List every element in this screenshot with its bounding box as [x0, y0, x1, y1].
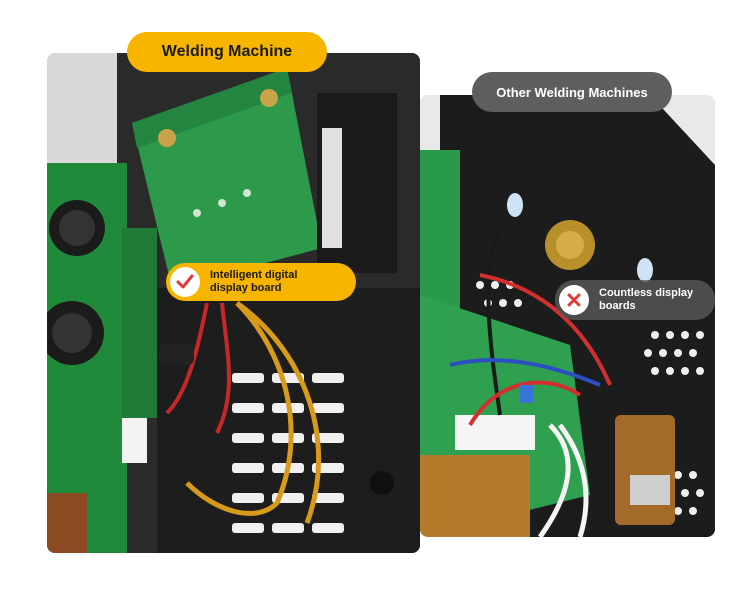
- intelligent-display-line2: display board: [210, 282, 282, 294]
- photo-welding-machine-interior: [47, 53, 420, 553]
- intelligent-display-callout: Intelligent digital display board: [166, 263, 356, 301]
- checkmark-icon: [170, 267, 200, 297]
- welding-machine-illustration: [47, 53, 420, 553]
- countless-display-callout: Countless display boards: [555, 280, 715, 320]
- countless-display-label: Countless display boards: [599, 287, 715, 313]
- countless-display-line1: Countless display: [599, 287, 694, 299]
- intelligent-display-label: Intelligent digital display board: [210, 269, 340, 295]
- cross-icon: [559, 285, 589, 315]
- welding-machine-badge: Welding Machine: [127, 32, 327, 72]
- other-welding-machines-badge: Other Welding Machines: [472, 72, 672, 112]
- countless-display-line2: boards: [599, 300, 636, 312]
- intelligent-display-line1: Intelligent digital: [210, 269, 298, 281]
